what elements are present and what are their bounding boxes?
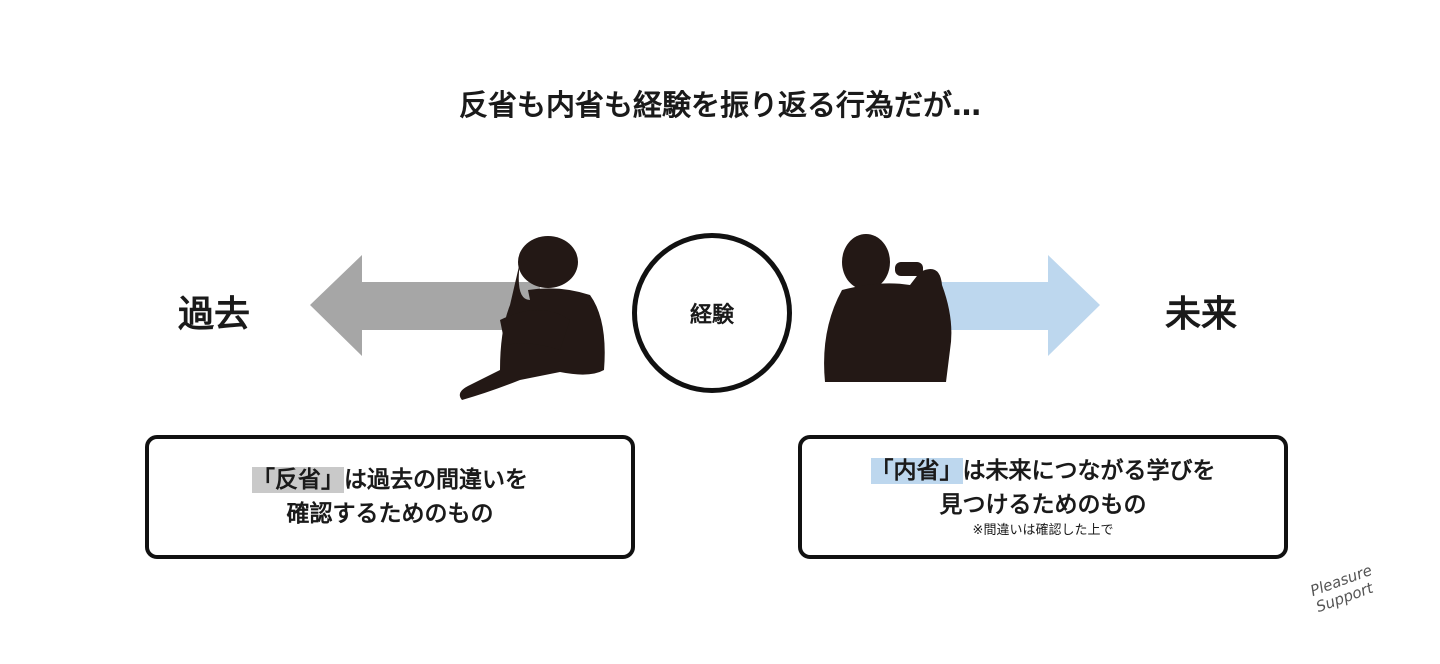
reflection-line2: 確認するためのもの [286, 501, 494, 527]
person-with-binoculars-silhouette [824, 234, 952, 382]
page-title: 反省も内省も経験を振り返る行為だが… [458, 88, 981, 122]
past-label: 過去 [178, 294, 251, 335]
introspection-line1: 「内省」は未来につながる学びを [870, 454, 1216, 488]
reflection-text: は過去の間違いを [344, 467, 528, 493]
introspection-highlight: 「内省」 [870, 458, 963, 484]
introspection-box: 「内省」は未来につながる学びを 見つけるためのもの ※間違いは確認した上で [798, 435, 1288, 559]
introspection-line2: 見つけるためのもの [939, 492, 1147, 518]
reflection-line1: 「反省」は過去の間違いを [252, 463, 528, 497]
future-label: 未来 [1165, 294, 1238, 335]
introspection-text: は未来につながる学びを [962, 458, 1216, 484]
experience-label: 経験 [689, 303, 734, 328]
future-arrow [930, 255, 1100, 356]
introspection-note: ※間違いは確認した上で [972, 523, 1114, 538]
reflection-box: 「反省」は過去の間違いを 確認するためのもの [145, 435, 635, 559]
past-arrow [310, 255, 540, 356]
sitting-person-silhouette [459, 236, 605, 400]
reflection-highlight: 「反省」 [252, 467, 344, 493]
experience-circle: 経験 [632, 233, 792, 393]
